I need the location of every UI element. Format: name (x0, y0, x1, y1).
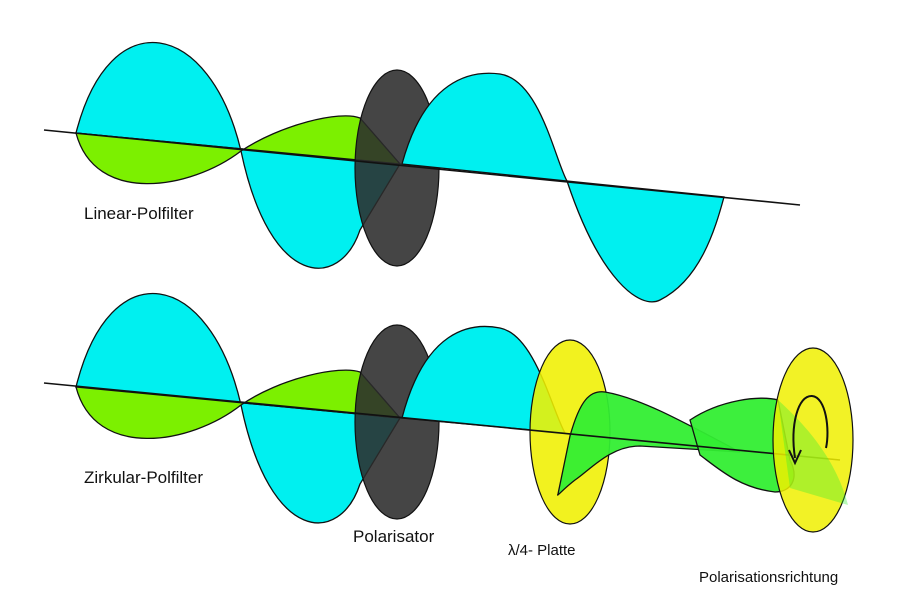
horizontal-wave-incoming-bottom (75, 369, 402, 440)
polarizer-disc-bottom (354, 324, 440, 520)
propagation-axis-top (43, 129, 801, 206)
linear-filter-diagram: Linear-Polfilter (43, 41, 801, 303)
circular-filter-diagram: Zirkular-Polfilter Polarisator λ/4- Plat… (43, 292, 854, 586)
quarter-wave-plate-label: λ/4- Platte (508, 542, 576, 559)
polarization-direction-disc (772, 347, 854, 533)
polarization-direction-wedge (778, 400, 848, 505)
polarizer-label: Polarisator (353, 527, 435, 546)
vertical-wave-outgoing-trough (566, 180, 725, 303)
circular-filter-label: Zirkular-Polfilter (84, 468, 203, 487)
linear-filter-label: Linear-Polfilter (84, 204, 194, 223)
vertical-wave-outgoing (401, 72, 569, 182)
circular-arrow-icon (788, 394, 829, 466)
polarization-direction-label: Polarisationsrichtung (699, 569, 838, 586)
propagation-axis-bottom (43, 382, 841, 461)
